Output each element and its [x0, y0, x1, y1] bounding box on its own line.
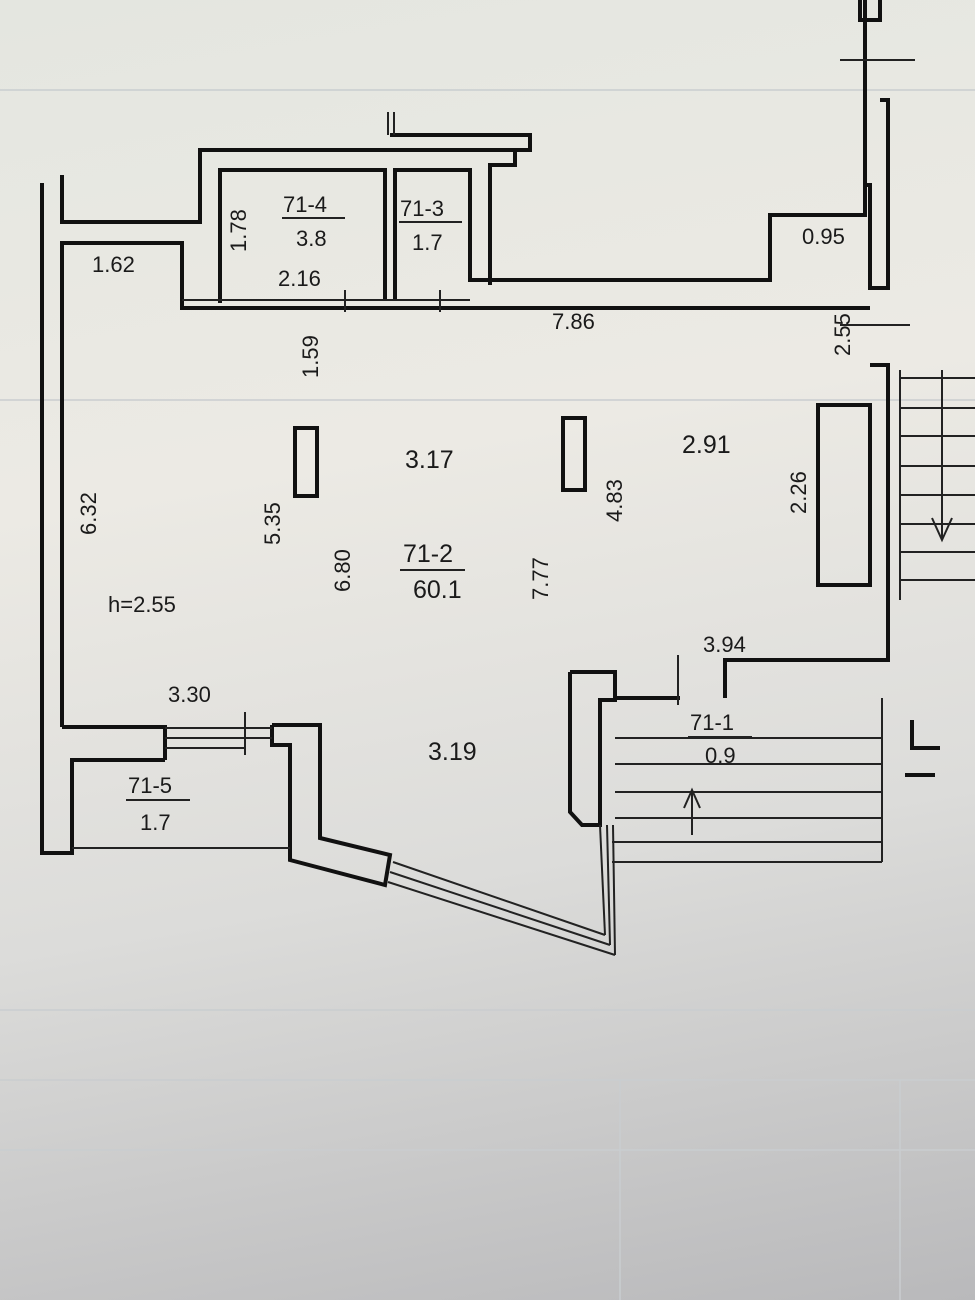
room-71-2-id: 71-2 [403, 540, 453, 568]
room-71-1-id: 71-1 [690, 710, 734, 735]
room-71-4-area: 3.8 [296, 226, 327, 251]
walls [40, 0, 940, 888]
room-71-3-id: 71-3 [400, 196, 444, 221]
room-labels: 71-4 3.8 71-3 1.7 71-2 60.1 71-1 0.9 71-… [126, 192, 752, 835]
dim-3-19: 3.19 [428, 738, 477, 766]
dim-2-91: 2.91 [682, 431, 731, 459]
column [561, 416, 587, 492]
dim-7-77: 7.77 [528, 557, 553, 600]
dim-1-59: 1.59 [298, 335, 323, 378]
dim-1-62: 1.62 [92, 252, 135, 277]
thin-lines [72, 59, 975, 956]
dim-3-94: 3.94 [703, 632, 746, 657]
dim-2-16: 2.16 [278, 266, 321, 291]
dim-7-86: 7.86 [552, 309, 595, 334]
paper-grid [0, 89, 975, 1300]
dim-5-35: 5.35 [260, 502, 285, 545]
room-71-5-area: 1.7 [140, 810, 171, 835]
dim-1-78: 1.78 [226, 209, 251, 252]
dim-2-55: 2.55 [830, 313, 855, 356]
dim-6-80: 6.80 [330, 549, 355, 592]
dim-3-17: 3.17 [405, 446, 454, 474]
column [293, 426, 319, 498]
room-71-4-id: 71-4 [283, 192, 327, 217]
dimension-labels: 1.62 1.78 2.16 1.59 7.86 0.95 2.55 6.32 … [76, 209, 855, 766]
dim-2-26: 2.26 [786, 471, 811, 514]
dim-6-32: 6.32 [76, 492, 101, 535]
dim-4-83: 4.83 [602, 479, 627, 522]
room-71-5-id: 71-5 [128, 773, 172, 798]
room-71-3-area: 1.7 [412, 230, 443, 255]
dim-3-30: 3.30 [168, 682, 211, 707]
room-71-1-area: 0.9 [705, 743, 736, 768]
ceiling-height-label: h=2.55 [108, 592, 176, 617]
dim-0-95: 0.95 [802, 224, 845, 249]
room-71-2-area: 60.1 [413, 576, 462, 604]
